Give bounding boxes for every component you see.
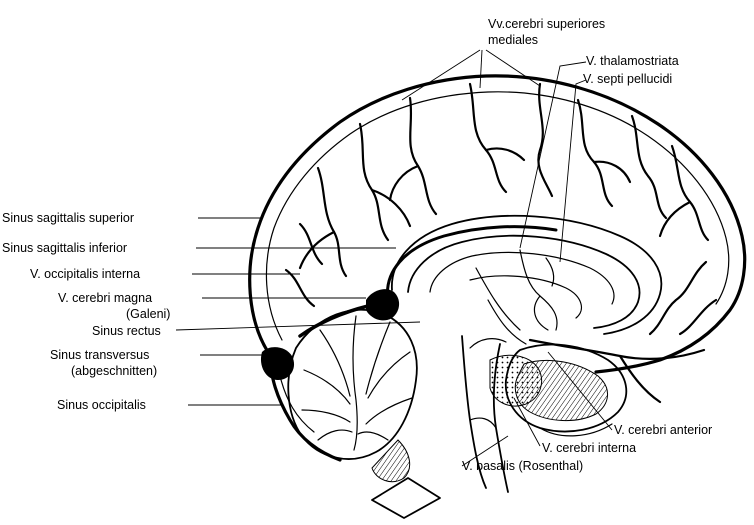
temporal-lobe [469,338,706,437]
labels: Vv.cerebri superiores mediales V. thalam… [2,17,712,473]
brainstem [371,335,542,519]
label-v-thalamostriata: V. thalamostriata [586,54,679,68]
leader-lines [175,49,613,467]
label-v-basalis: V. basalis (Rosenthal) [462,459,583,473]
label-sinus-rectus: Sinus rectus [92,324,161,338]
label-v-cerebri-interna: V. cerebri interna [542,441,636,455]
cerebellum [287,308,418,483]
hemisphere-outline [248,74,747,374]
cerebral-hemisphere [248,74,747,374]
superior-cerebral-veins [284,82,718,336]
label-sinus-occipitalis: Sinus occipitalis [57,398,146,412]
corpus-callosum [391,214,663,345]
label-vv-cerebri-superiores-2: mediales [488,33,538,47]
label-v-cerebri-magna-2: (Galeni) [126,307,170,321]
label-sinus-sagittalis-inferior: Sinus sagittalis inferior [2,241,127,255]
label-sinus-transversus-2: (abgeschnitten) [71,364,157,378]
label-vv-cerebri-superiores-1: Vv.cerebri superiores [488,17,605,31]
label-v-cerebri-anterior: V. cerebri anterior [614,423,712,437]
label-v-occipitalis-interna: V. occipitalis interna [30,267,140,281]
label-v-septi-pellucidi: V. septi pellucidi [583,72,672,86]
cortex-inner-edge [265,91,730,341]
label-sinus-sagittalis-superior: Sinus sagittalis superior [2,211,134,225]
label-sinus-transversus-1: Sinus transversus [50,348,149,362]
dural-sinuses [260,225,558,462]
label-v-cerebri-magna-1: V. cerebri magna [58,291,152,305]
